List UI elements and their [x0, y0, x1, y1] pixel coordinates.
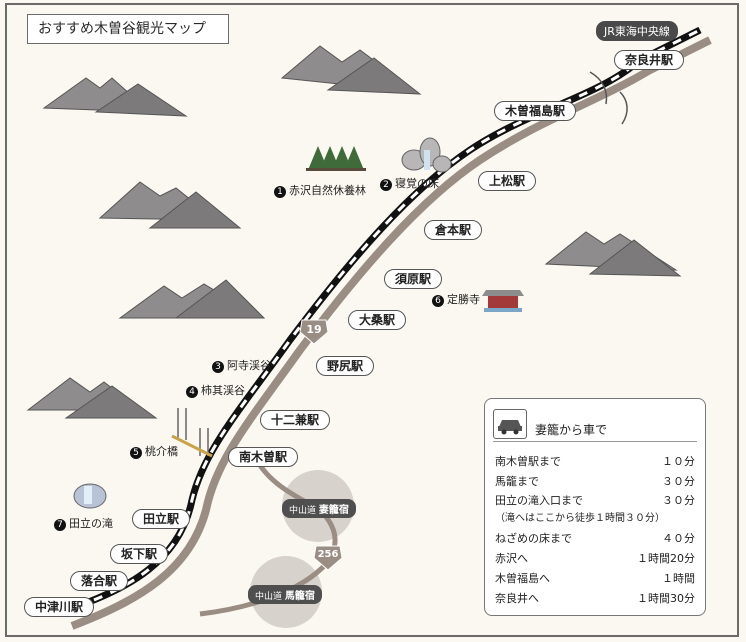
railway-dash [59, 28, 701, 614]
station-okuwa[interactable]: 大桑駅 [348, 310, 407, 330]
mountain [26, 377, 158, 419]
route-19-number: 19 [306, 323, 322, 336]
driving-row-note: （滝へはここから徒歩１時間３０分） [495, 513, 665, 524]
waterfall-icon [73, 483, 107, 509]
station-ochiai[interactable]: 落合駅 [70, 571, 129, 591]
rocks-icon [401, 137, 452, 173]
station-tadachi[interactable]: 田立駅 [132, 509, 191, 529]
post-town-tsumago[interactable]: 中山道 妻籠宿 [282, 499, 356, 518]
driving-time-header: 妻籠から車で [535, 423, 608, 437]
tunnel-icon [589, 71, 628, 125]
mountain [42, 77, 188, 117]
mountain [118, 279, 266, 319]
route-256-number: 256 [317, 549, 339, 560]
forest-icon [306, 146, 366, 171]
station-nojiri[interactable]: 野尻駅 [316, 356, 375, 376]
station-nagiso[interactable]: 南木曽駅 [228, 447, 299, 467]
mountain [544, 231, 682, 277]
mountain [280, 45, 422, 95]
station-agematsu[interactable]: 上松駅 [478, 171, 537, 191]
driving-time-divider [493, 441, 697, 442]
station-kiso-fukushima[interactable]: 木曽福島駅 [494, 101, 577, 121]
station-narai[interactable]: 奈良井駅 [614, 50, 685, 70]
temple-icon [482, 290, 524, 312]
route-19-shield-icon [299, 319, 329, 345]
mountain [98, 181, 242, 229]
post-town-magome[interactable]: 中山道 馬籠宿 [248, 585, 322, 604]
station-nakatsugawa[interactable]: 中津川駅 [24, 597, 95, 617]
station-kuramoto[interactable]: 倉本駅 [424, 220, 483, 240]
station-sakashita[interactable]: 坂下駅 [110, 544, 169, 564]
station-jukkane[interactable]: 十二兼駅 [260, 410, 331, 430]
mountains [26, 45, 682, 419]
railway-label: JR東海中央線 [596, 21, 678, 41]
map-title: おすすめ木曽谷観光マップ [27, 14, 229, 44]
station-suhara[interactable]: 須原駅 [384, 269, 443, 289]
car-icon-graphic [498, 420, 522, 435]
bridge-icon [171, 408, 213, 458]
route-256-shield-icon [313, 545, 343, 571]
map-frame [5, 3, 739, 637]
car-icon [493, 409, 527, 439]
